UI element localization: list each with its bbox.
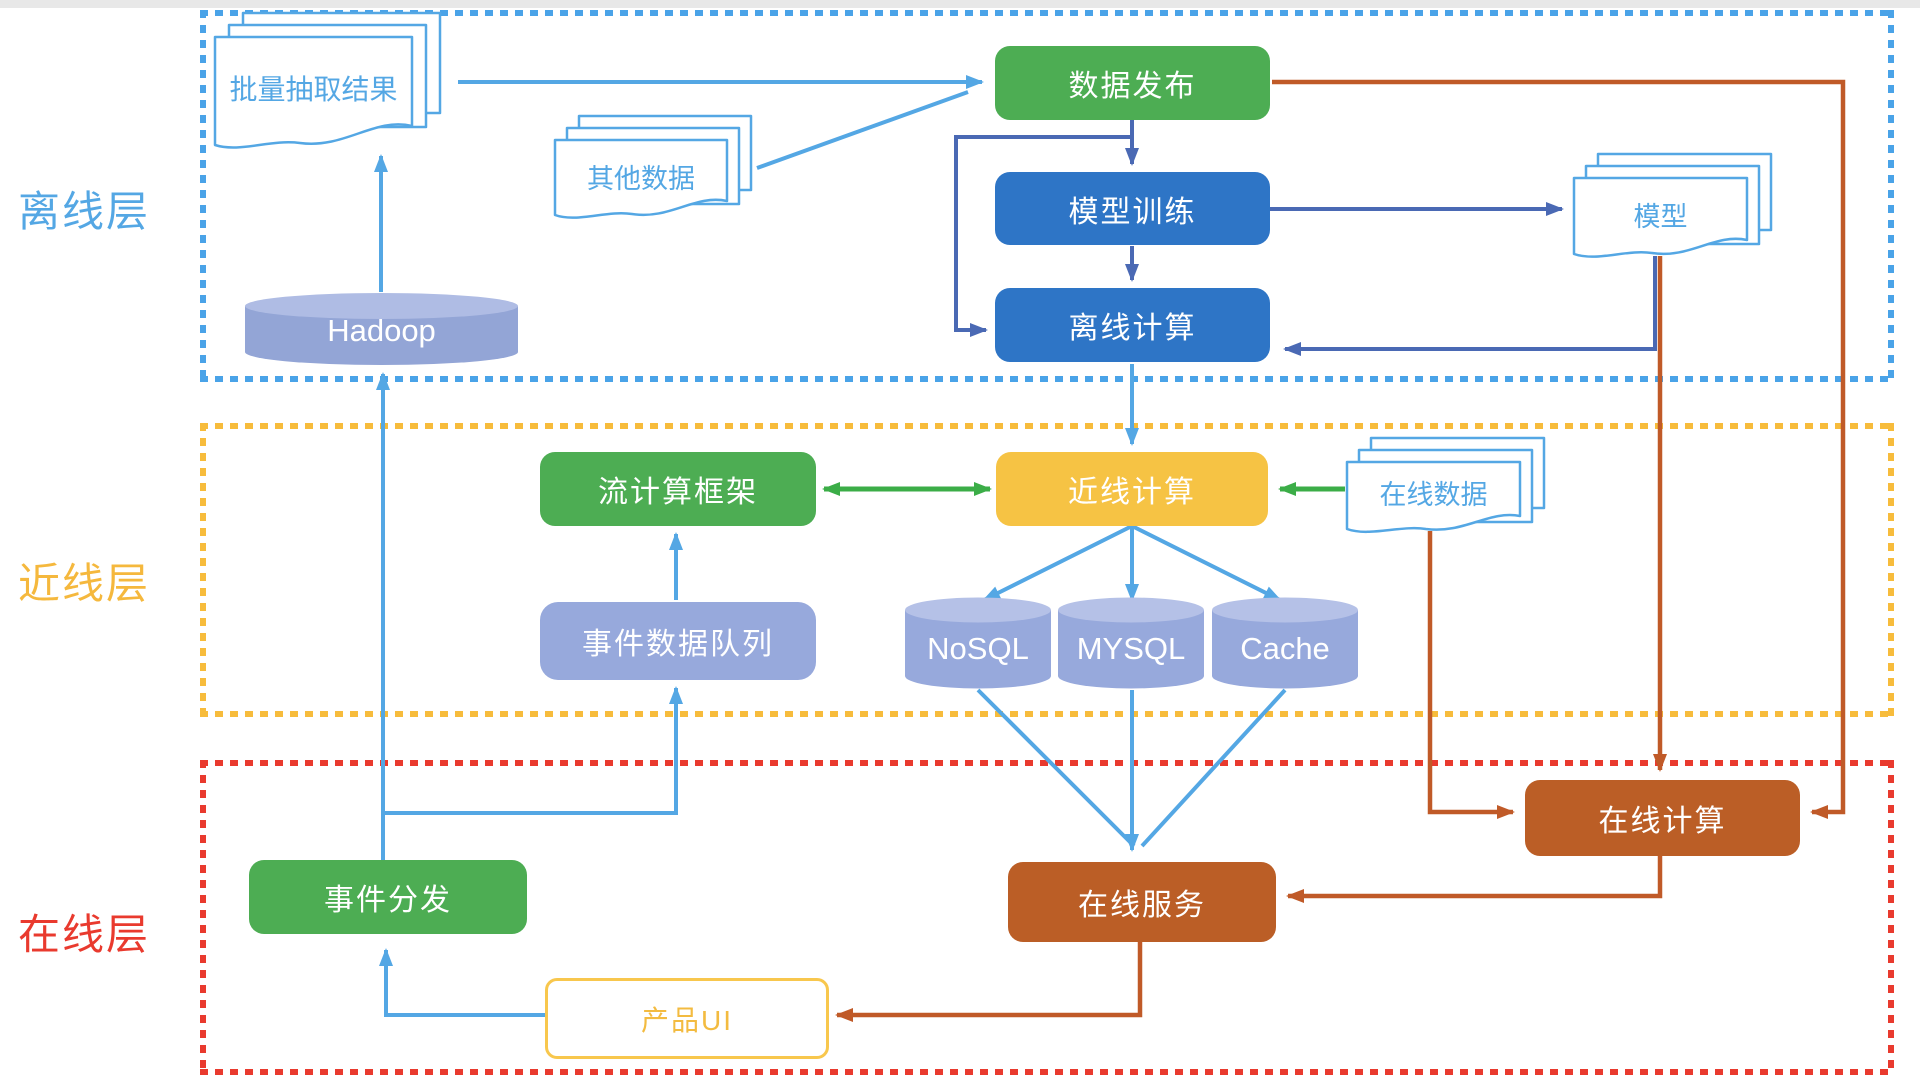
nearline-layer-label: 近线层 [17,560,150,607]
nosql-database-icon [905,597,1051,689]
arrow-event-dispatch-to-event-queue [383,686,683,815]
node-event-queue-label: 事件数据队列 [582,628,774,661]
arrow-nearline-to-cache [1131,524,1282,602]
mysql-database-icon [1058,597,1204,689]
online-data-document-icon [1345,436,1546,534]
arrow-product-ui-to-event-dispatch [379,948,545,1017]
arrow-other-data-to-data-publish [756,90,969,170]
node-stream-framework-label: 流计算框架 [598,476,758,509]
node-product-ui: 产品UI [545,978,829,1059]
other-data-document-icon [553,114,753,219]
online-layer-label: 在线层 [17,911,150,958]
node-nearline-compute: 近线计算 [996,452,1268,526]
node-event-dispatch: 事件分发 [249,860,527,934]
node-event-queue: 事件数据队列 [540,602,816,680]
arrow-data-publish-to-offline-compute [954,135,1132,337]
arrow-model-doc-to-offline-compute [1283,256,1657,356]
node-online-data-label: 在线数据 [1379,479,1488,510]
node-stream-framework: 流计算框架 [540,452,816,526]
node-model-training-label: 模型训练 [1068,195,1197,229]
node-data-publish: 数据发布 [995,46,1270,120]
top-edge-bar [0,0,1920,8]
arrow-online-service-to-product-ui [835,942,1143,1022]
hadoop-database-icon [245,293,518,365]
arrow-nearline-to-nosql [982,524,1133,602]
node-nosql-label: NoSQL [927,631,1029,666]
node-online-compute-label: 在线计算 [1598,805,1727,838]
node-online-service: 在线服务 [1008,862,1276,942]
node-batch-result-label: 批量抽取结果 [229,74,398,105]
node-mysql-label: MYSQL [1076,631,1186,666]
node-model-doc-label: 模型 [1633,201,1688,232]
offline-layer-label: 离线层 [17,188,150,235]
node-data-publish-label: 数据发布 [1068,70,1197,103]
node-model-training: 模型训练 [995,172,1270,245]
node-hadoop-label: Hadoop [327,313,436,348]
arrow-online-data-to-online-compute [1427,531,1515,819]
node-other-data-label: 其他数据 [587,163,695,194]
node-event-dispatch-label: 事件分发 [324,884,452,917]
node-offline-compute: 离线计算 [995,288,1270,362]
node-online-compute: 在线计算 [1525,780,1800,856]
batch-result-document-icon [213,11,442,149]
node-nearline-compute-label: 近线计算 [1068,476,1196,509]
arrow-online-compute-to-online-service [1286,856,1663,903]
cache-database-icon [1212,597,1358,689]
arrow-cache-to-online-service [1140,688,1287,848]
arrow-nosql-to-online-service [976,688,1136,848]
model-document-icon [1572,152,1773,258]
node-online-service-label: 在线服务 [1078,889,1206,922]
node-cache-label: Cache [1240,631,1330,666]
node-product-ui-label: 产品UI [640,1004,733,1036]
arrow-data-publish-to-online-compute [1272,79,1846,819]
node-offline-compute-label: 离线计算 [1068,312,1197,345]
